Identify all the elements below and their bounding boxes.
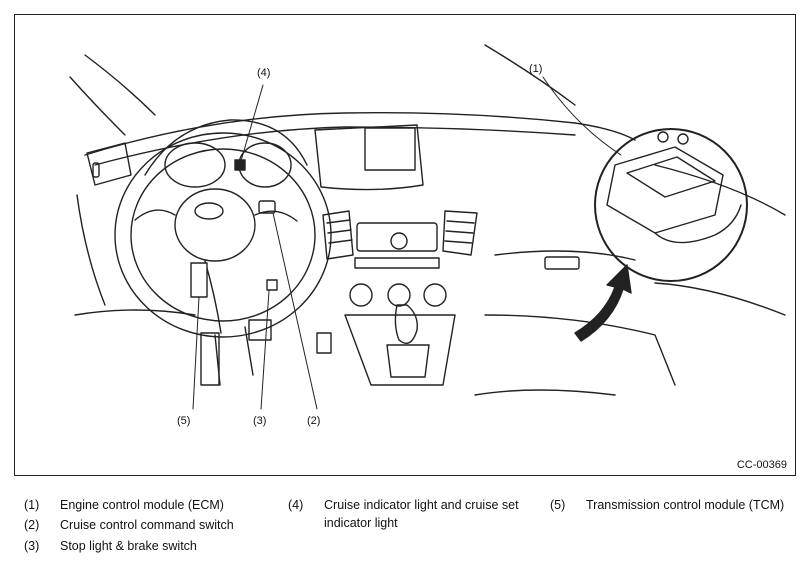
passenger-dash	[494, 250, 636, 261]
ecm-harness	[654, 204, 742, 244]
ecm-box	[606, 146, 724, 234]
floor-line-left	[74, 309, 196, 316]
ecm-bolt-1	[657, 131, 669, 143]
legend-text: Cruise control command switch	[60, 518, 234, 532]
legend-number: (2)	[24, 518, 40, 532]
stop-light-switch-marker	[266, 279, 278, 291]
steering-column	[214, 326, 254, 386]
callout-5: (5)	[177, 415, 191, 427]
button-row	[354, 257, 440, 269]
callout-3: (3)	[253, 415, 267, 427]
dashboard-right	[654, 164, 786, 216]
leader-4	[240, 84, 264, 162]
legend-text: Engine control module (ECM)	[60, 498, 224, 512]
ecm-box-top	[626, 156, 716, 198]
leader-3	[260, 290, 270, 410]
figure-code: CC-00369	[736, 459, 787, 471]
callout-arrow	[574, 264, 632, 342]
climate-knob-right	[423, 283, 447, 307]
dashboard-top	[84, 112, 636, 156]
leader-5	[192, 296, 200, 410]
shift-lever	[394, 304, 418, 344]
diagram-frame: (1) (2) (3) (4) (5) CC-00369	[14, 14, 796, 476]
ecm-bolt-2	[677, 133, 689, 145]
gauge-left	[164, 142, 226, 188]
center-display	[364, 127, 416, 171]
callout-2: (2)	[307, 415, 321, 427]
pedal-right	[316, 332, 332, 354]
audio-knob	[390, 232, 408, 250]
legend-text: Cruise indicator light and cruise set in…	[324, 498, 519, 530]
steering-wheel-inner	[130, 148, 316, 322]
ecm-detail-circle	[594, 128, 748, 282]
dashboard-right-lower	[654, 282, 786, 316]
tcm-marker	[190, 262, 208, 298]
legend-number: (5)	[550, 498, 566, 512]
center-stack-lower	[344, 314, 456, 386]
center-display-bezel	[314, 124, 424, 191]
pedal-left	[200, 332, 220, 386]
shift-gate	[386, 344, 430, 378]
steering-spoke-left	[134, 209, 176, 221]
center-vent-left	[322, 210, 354, 260]
legend-number: (1)	[24, 498, 40, 512]
steering-spoke-right	[254, 210, 298, 222]
climate-knob-left	[349, 283, 373, 307]
dashboard-illustration	[69, 44, 786, 410]
left-dash-lower	[76, 194, 106, 306]
legend-number: (4)	[288, 498, 304, 512]
glovebox-latch	[544, 256, 580, 270]
steering-emblem	[194, 202, 224, 220]
a-pillar-left-inner	[69, 76, 126, 136]
climate-knob-center	[387, 283, 411, 307]
steering-hub	[174, 188, 256, 262]
callout-4: (4)	[257, 67, 271, 79]
audio-panel	[356, 222, 438, 252]
center-vent-right	[442, 210, 478, 256]
leader-1	[542, 76, 622, 156]
dashboard-top-inner	[94, 126, 576, 166]
legend-number: (3)	[24, 539, 40, 553]
windshield-top-right	[484, 44, 576, 106]
left-vent-slot	[92, 162, 100, 178]
leader-2	[272, 212, 318, 410]
legend-text: Transmission control module (TCM)	[586, 498, 785, 512]
floor-line-right	[474, 389, 616, 396]
a-pillar-left	[84, 54, 156, 116]
indicator-light-marker	[234, 159, 246, 171]
callout-1: (1)	[529, 63, 543, 75]
pedal-mid	[248, 319, 272, 341]
passenger-lower	[484, 314, 676, 386]
gauge-right	[238, 142, 292, 188]
command-switch	[258, 200, 276, 214]
steering-wheel-outer	[114, 132, 332, 338]
legend-text: Stop light & brake switch	[60, 539, 197, 553]
